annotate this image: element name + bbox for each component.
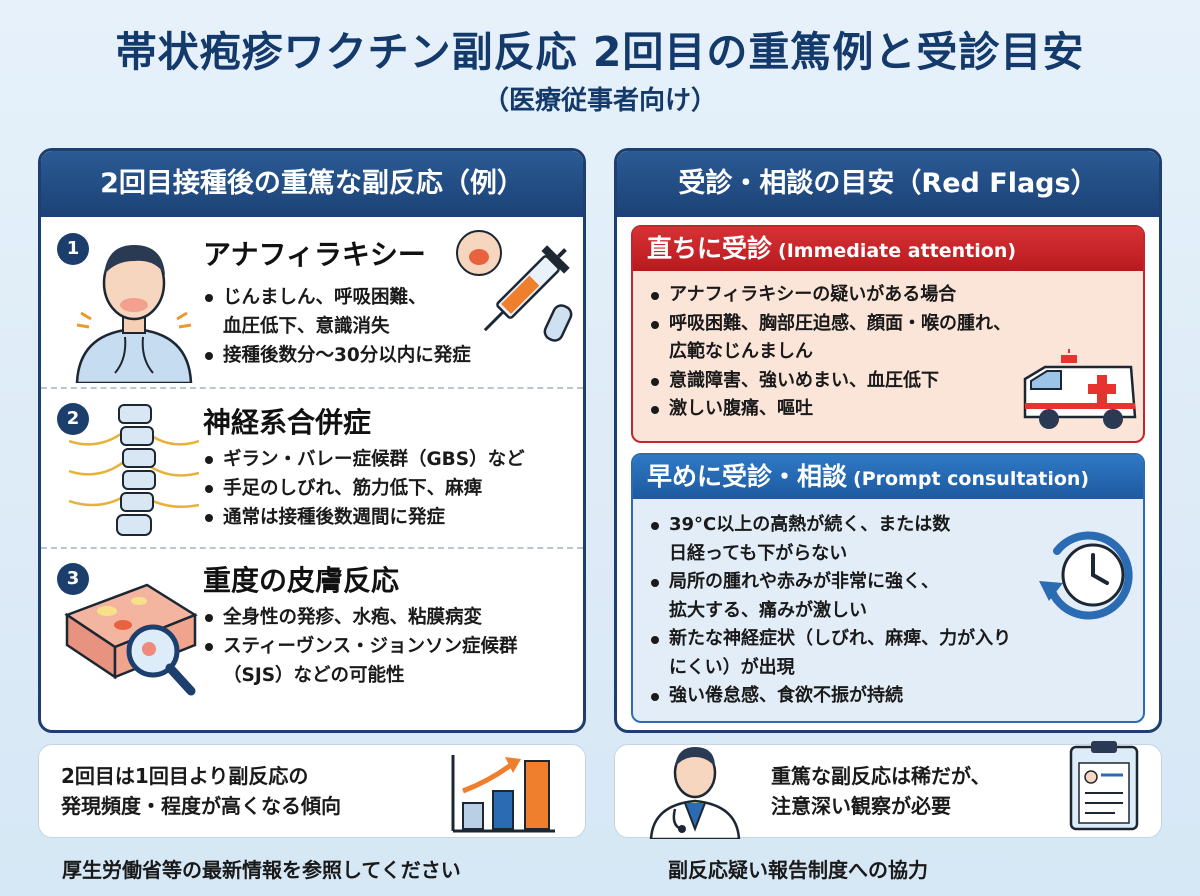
immediate-attention-header: 直ちに受診(Immediate attention) [633,227,1143,271]
bullet-list: ギラン・バレー症候群（GBS）など 手足のしびれ、筋力低下、麻痺 通常は接種後数… [203,445,525,532]
section-number: 3 [57,563,89,595]
bullet-list: 全身性の発疹、水疱、粘膜病変 スティーヴンス・ジョンソン症候群 （SJS）などの… [203,603,518,690]
observation-note-line-2: 注意深い観察が必要 [771,794,951,818]
section-neurological: 2 神経系合併症 ギラン・バレー症候群（GBS）など 手足のしびれ、筋力低下、麻… [41,387,583,547]
bullet-item: 拡大する、痛みが激しい [669,599,867,621]
ambulance-icon [1023,349,1137,429]
frequency-note: 2回目は1回目より副反応の 発現頻度・程度が高くなる傾向 [61,761,341,821]
prompt-consultation-box: 早めに受診・相談(Prompt consultation) 39°C以上の高熱が… [631,453,1145,723]
section-title: アナフィラキシー [203,238,426,271]
section-title: 重度の皮膚反応 [203,564,400,597]
bullet-item: 通常は接種後数週間に発症 [203,503,525,532]
section-anaphylaxis: 1 アナフィラキシー じんましん、呼吸困難、 血圧低下、意識消失 接種後数分〜3… [41,217,583,387]
bullet-item: 意識障害、強いめまい、血圧低下 [649,367,1011,396]
bullet-list: じんましん、呼吸困難、 血圧低下、意識消失 接種後数分〜30分以内に発症 [203,283,471,370]
bullet-item: アナフィラキシーの疑いがある場合 [649,281,1011,310]
skin-magnifier-icon [64,583,198,696]
prompt-title-jp: 早めに受診・相談 [647,462,848,491]
section-number: 2 [57,403,89,435]
spine-nerve-icon [69,404,199,536]
immediate-title-en: (Immediate attention) [778,240,1017,262]
adverse-reactions-header: 2回目接種後の重篤な副反応（例） [41,151,583,217]
bullet-item: 全身性の発疹、水疱、粘膜病変 [203,603,518,632]
frequency-note-card: 2回目は1回目より副反応の 発現頻度・程度が高くなる傾向 [38,744,586,838]
section-skin: 3 重度の皮膚反応 全身性の発疹、水疱、粘膜病変 スティーヴンス・ジョンソン症候… [41,547,583,730]
section-title: 神経系合併症 [203,406,372,439]
bullet-item: 呼吸困難、胸部圧迫感、顔面・喉の腫れ、 [649,310,1011,339]
red-flags-panel: 受診・相談の目安（Red Flags） 直ちに受診(Immediate atte… [614,148,1162,733]
bullet-item: 強い倦怠感、食欲不振が持続 [649,682,1011,711]
clock-icon [1039,531,1133,620]
bullet-item: 激しい腹痛、嘔吐 [649,395,1011,424]
page-title: 帯状疱疹ワクチン副反応 2回目の重篤例と受診目安 [115,28,1085,76]
immediate-attention-box: 直ちに受診(Immediate attention) アナフィラキシーの疑いがあ… [631,225,1145,443]
bullet-item: 手足のしびれ、筋力低下、麻痺 [203,474,525,503]
section-number: 1 [57,233,89,265]
bullet-item: 局所の腫れや赤みが非常に強く、 [649,568,1011,597]
observation-note-card: 重篤な副反応は稀だが、 注意深い観察が必要 [614,741,1162,839]
bullet-item: ギラン・バレー症候群（GBS）など [203,445,525,474]
observation-note: 重篤な副反応は稀だが、 注意深い観察が必要 [771,761,991,821]
prompt-consultation-header: 早めに受診・相談(Prompt consultation) [633,455,1143,499]
page-subtitle: （医療従事者向け） [482,86,717,116]
footer-reference-note: 厚生労働省等の最新情報を参照してください [62,858,461,882]
bullet-item: 39°C以上の高熱が続く、または数 [649,511,1011,540]
bullet-item: （SJS）などの可能性 [223,665,405,686]
clipboard-icon [1069,741,1139,831]
bullet-item: 日経っても下がらない [669,542,848,564]
footer-report-note: 副反応疑い報告制度への協力 [668,858,928,882]
bar-chart-icon [451,755,555,833]
bullet-item: にくい）が出現 [669,656,795,678]
bullet-item: 広範なじんましん [669,341,813,362]
frequency-note-line-1: 2回目は1回目より副反応の [61,764,309,788]
adverse-reactions-panel: 2回目接種後の重篤な副反応（例） 1 アナフィラキシー じんましん、呼吸困難、 … [38,148,586,733]
bullet-item: スティーヴンス・ジョンソン症候群 [203,632,518,661]
prompt-title-en: (Prompt consultation) [853,468,1090,490]
bullet-item: じんましん、呼吸困難、 [203,283,471,312]
prompt-bullet-list: 39°C以上の高熱が続く、または数 日経っても下がらない 局所の腫れや赤みが非常… [649,511,1011,711]
immediate-title-jp: 直ちに受診 [647,234,773,263]
person-throat-icon [75,245,193,383]
red-flags-header: 受診・相談の目安（Red Flags） [617,151,1159,217]
doctor-icon [649,747,741,839]
immediate-bullet-list: アナフィラキシーの疑いがある場合 呼吸困難、胸部圧迫感、顔面・喉の腫れ、 広範な… [649,281,1011,424]
frequency-note-line-2: 発現頻度・程度が高くなる傾向 [61,794,341,818]
bullet-item: 新たな神経症状（しびれ、麻痺、力が入り [649,625,1011,654]
syringe-icon [456,230,573,342]
bullet-item: 接種後数分〜30分以内に発症 [203,341,471,370]
observation-note-line-1: 重篤な副反応は稀だが、 [771,764,991,788]
bullet-item: 血圧低下、意識消失 [223,316,390,337]
